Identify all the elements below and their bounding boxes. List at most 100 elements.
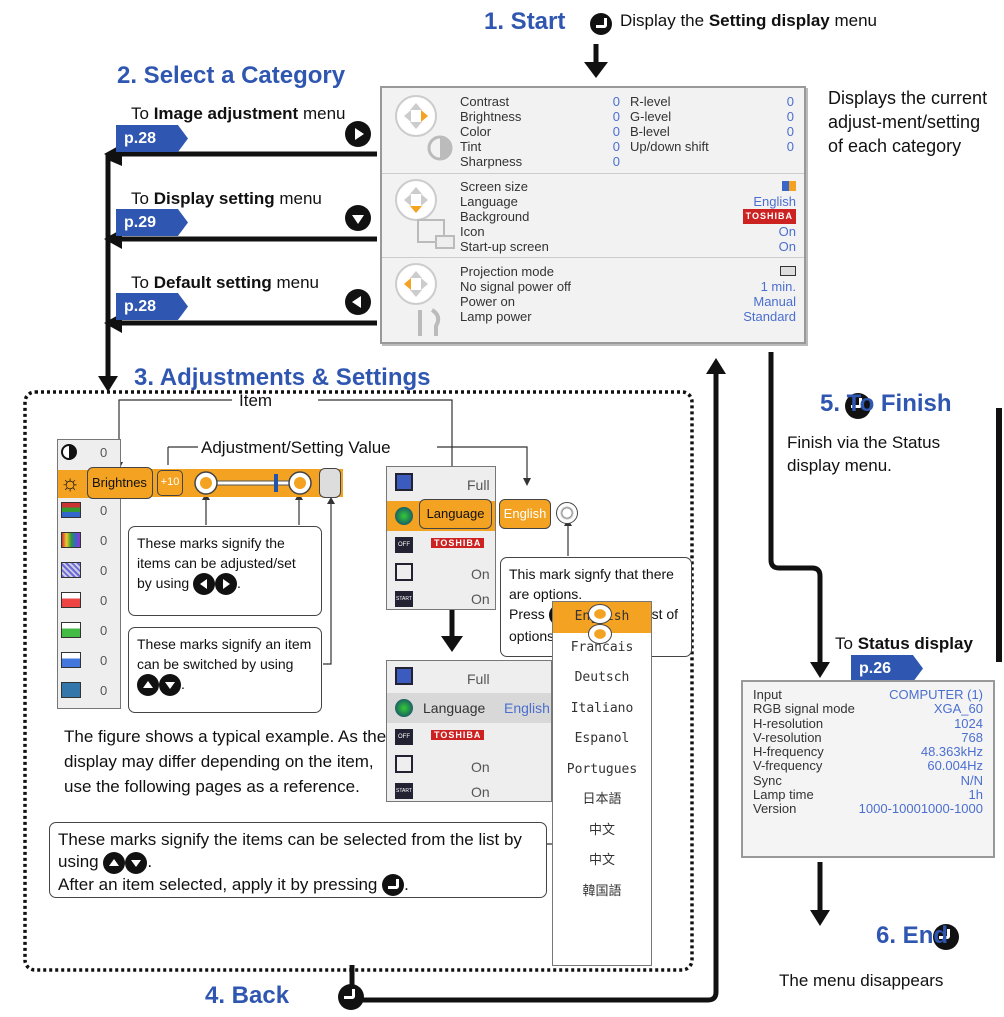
list-item[interactable]: Deutsch bbox=[574, 670, 630, 685]
brightness-slider[interactable] bbox=[194, 470, 324, 496]
row-label: Color bbox=[460, 124, 492, 139]
menu-row[interactable]: R-level 0 bbox=[630, 94, 794, 109]
category-image: To Image adjustment menu bbox=[131, 103, 345, 124]
list-item[interactable]: Francais bbox=[570, 639, 634, 655]
menu-row[interactable]: Lamp power Standard bbox=[460, 309, 796, 324]
left-arrow-button[interactable] bbox=[345, 289, 371, 315]
toshiba-logo: TOSHIBA bbox=[431, 730, 485, 740]
off-icon: OFF bbox=[395, 729, 413, 745]
menu-row[interactable]: Language English bbox=[460, 194, 796, 209]
row-value: On bbox=[778, 239, 796, 254]
row-label: Lamp power bbox=[460, 309, 532, 324]
category-to: To bbox=[131, 104, 154, 123]
item-label: Item bbox=[239, 391, 273, 410]
options-mark-icon[interactable] bbox=[556, 502, 578, 524]
row-value: On bbox=[471, 591, 490, 607]
step-end-desc: The menu disappears bbox=[779, 971, 944, 990]
category-post: menu bbox=[271, 273, 319, 292]
row-value: 0 bbox=[612, 124, 620, 139]
row-value: 48.363kHz bbox=[920, 744, 983, 760]
list-item[interactable]: Portugues bbox=[566, 761, 638, 777]
row-value: English bbox=[753, 194, 796, 209]
row-label: Start-up screen bbox=[460, 239, 549, 254]
scroll-up-mark-icon[interactable] bbox=[588, 604, 612, 624]
list-item[interactable]: 中文 bbox=[588, 822, 615, 838]
enter-icon bbox=[590, 13, 612, 35]
row-value: Full bbox=[467, 671, 490, 687]
row-value: Standard bbox=[743, 309, 796, 324]
screen-icon bbox=[395, 667, 413, 685]
page-link-status[interactable]: p.26 bbox=[851, 655, 923, 682]
column-value: 0 bbox=[100, 445, 108, 460]
right-arrow-button[interactable] bbox=[345, 121, 371, 147]
start-icon: START bbox=[395, 783, 413, 799]
menu-row[interactable]: Screen size bbox=[460, 179, 796, 194]
step-finish-desc: Finish via the Status display menu. bbox=[787, 433, 941, 475]
brightness-item-box[interactable]: Brightnes bbox=[87, 467, 153, 499]
scroll-down-mark-icon[interactable] bbox=[588, 624, 612, 644]
language-item-box[interactable]: Language bbox=[419, 499, 492, 529]
updown-switch-icon[interactable] bbox=[319, 468, 341, 498]
row-label: Tint bbox=[460, 139, 482, 154]
row-label: V-resolution bbox=[753, 729, 822, 745]
list-item[interactable]: Espanol bbox=[574, 731, 630, 746]
up-arrow-icon bbox=[103, 851, 126, 874]
status-link-name: Status display bbox=[857, 634, 973, 653]
start-desc-bold: Setting display bbox=[708, 11, 830, 30]
row-value: English bbox=[504, 700, 550, 716]
row-value: 0 bbox=[786, 94, 794, 109]
contrast-icon bbox=[61, 444, 77, 460]
row-label: Power on bbox=[460, 294, 515, 309]
enter-icon bbox=[382, 874, 405, 897]
page-link-image[interactable]: p.28 bbox=[116, 125, 188, 152]
language-menu-expanded: Full Language English OFF TOSHIBA On STA… bbox=[386, 660, 552, 802]
list-item[interactable]: Italiano bbox=[570, 700, 634, 716]
row-value: XGA_60 bbox=[933, 701, 983, 717]
page-link-display[interactable]: p.29 bbox=[116, 209, 188, 236]
row-label: H-resolution bbox=[753, 715, 824, 731]
down-arrow-button[interactable] bbox=[345, 205, 371, 231]
row-value: 0 bbox=[612, 109, 620, 124]
row-label: Language bbox=[460, 194, 518, 209]
menu-row[interactable]: Color 0 bbox=[460, 124, 620, 139]
step-end-label: 6. End bbox=[876, 922, 949, 949]
down-arrow-icon bbox=[159, 674, 181, 697]
row-value: 1 min. bbox=[760, 279, 796, 294]
list-item[interactable]: 韓国語 bbox=[582, 883, 622, 899]
row-label: V-frequency bbox=[753, 758, 823, 774]
category-post: menu bbox=[274, 189, 322, 208]
row-label: Language bbox=[423, 700, 486, 716]
row-label: Lamp time bbox=[753, 787, 814, 803]
row-label: Projection mode bbox=[460, 264, 554, 279]
list-item[interactable]: 日本語 bbox=[582, 792, 622, 807]
menu-row[interactable]: Start-up screen On bbox=[460, 239, 796, 254]
list-item[interactable]: 中文 bbox=[588, 853, 615, 868]
row-label: Contrast bbox=[460, 94, 510, 109]
status-link-to: To bbox=[835, 634, 858, 653]
callout-select: These marks signify the items can be sel… bbox=[49, 822, 547, 898]
right-arrow-icon bbox=[355, 128, 364, 140]
toshiba-logo: TOSHIBA bbox=[431, 538, 485, 548]
page-link-default[interactable]: p.28 bbox=[116, 293, 188, 320]
menu-row[interactable]: Projection mode bbox=[460, 264, 796, 279]
globe-icon bbox=[395, 507, 413, 525]
row-label: R-level bbox=[630, 94, 671, 109]
language-value-box[interactable]: English bbox=[499, 499, 551, 529]
row-value: 768 bbox=[961, 729, 983, 745]
